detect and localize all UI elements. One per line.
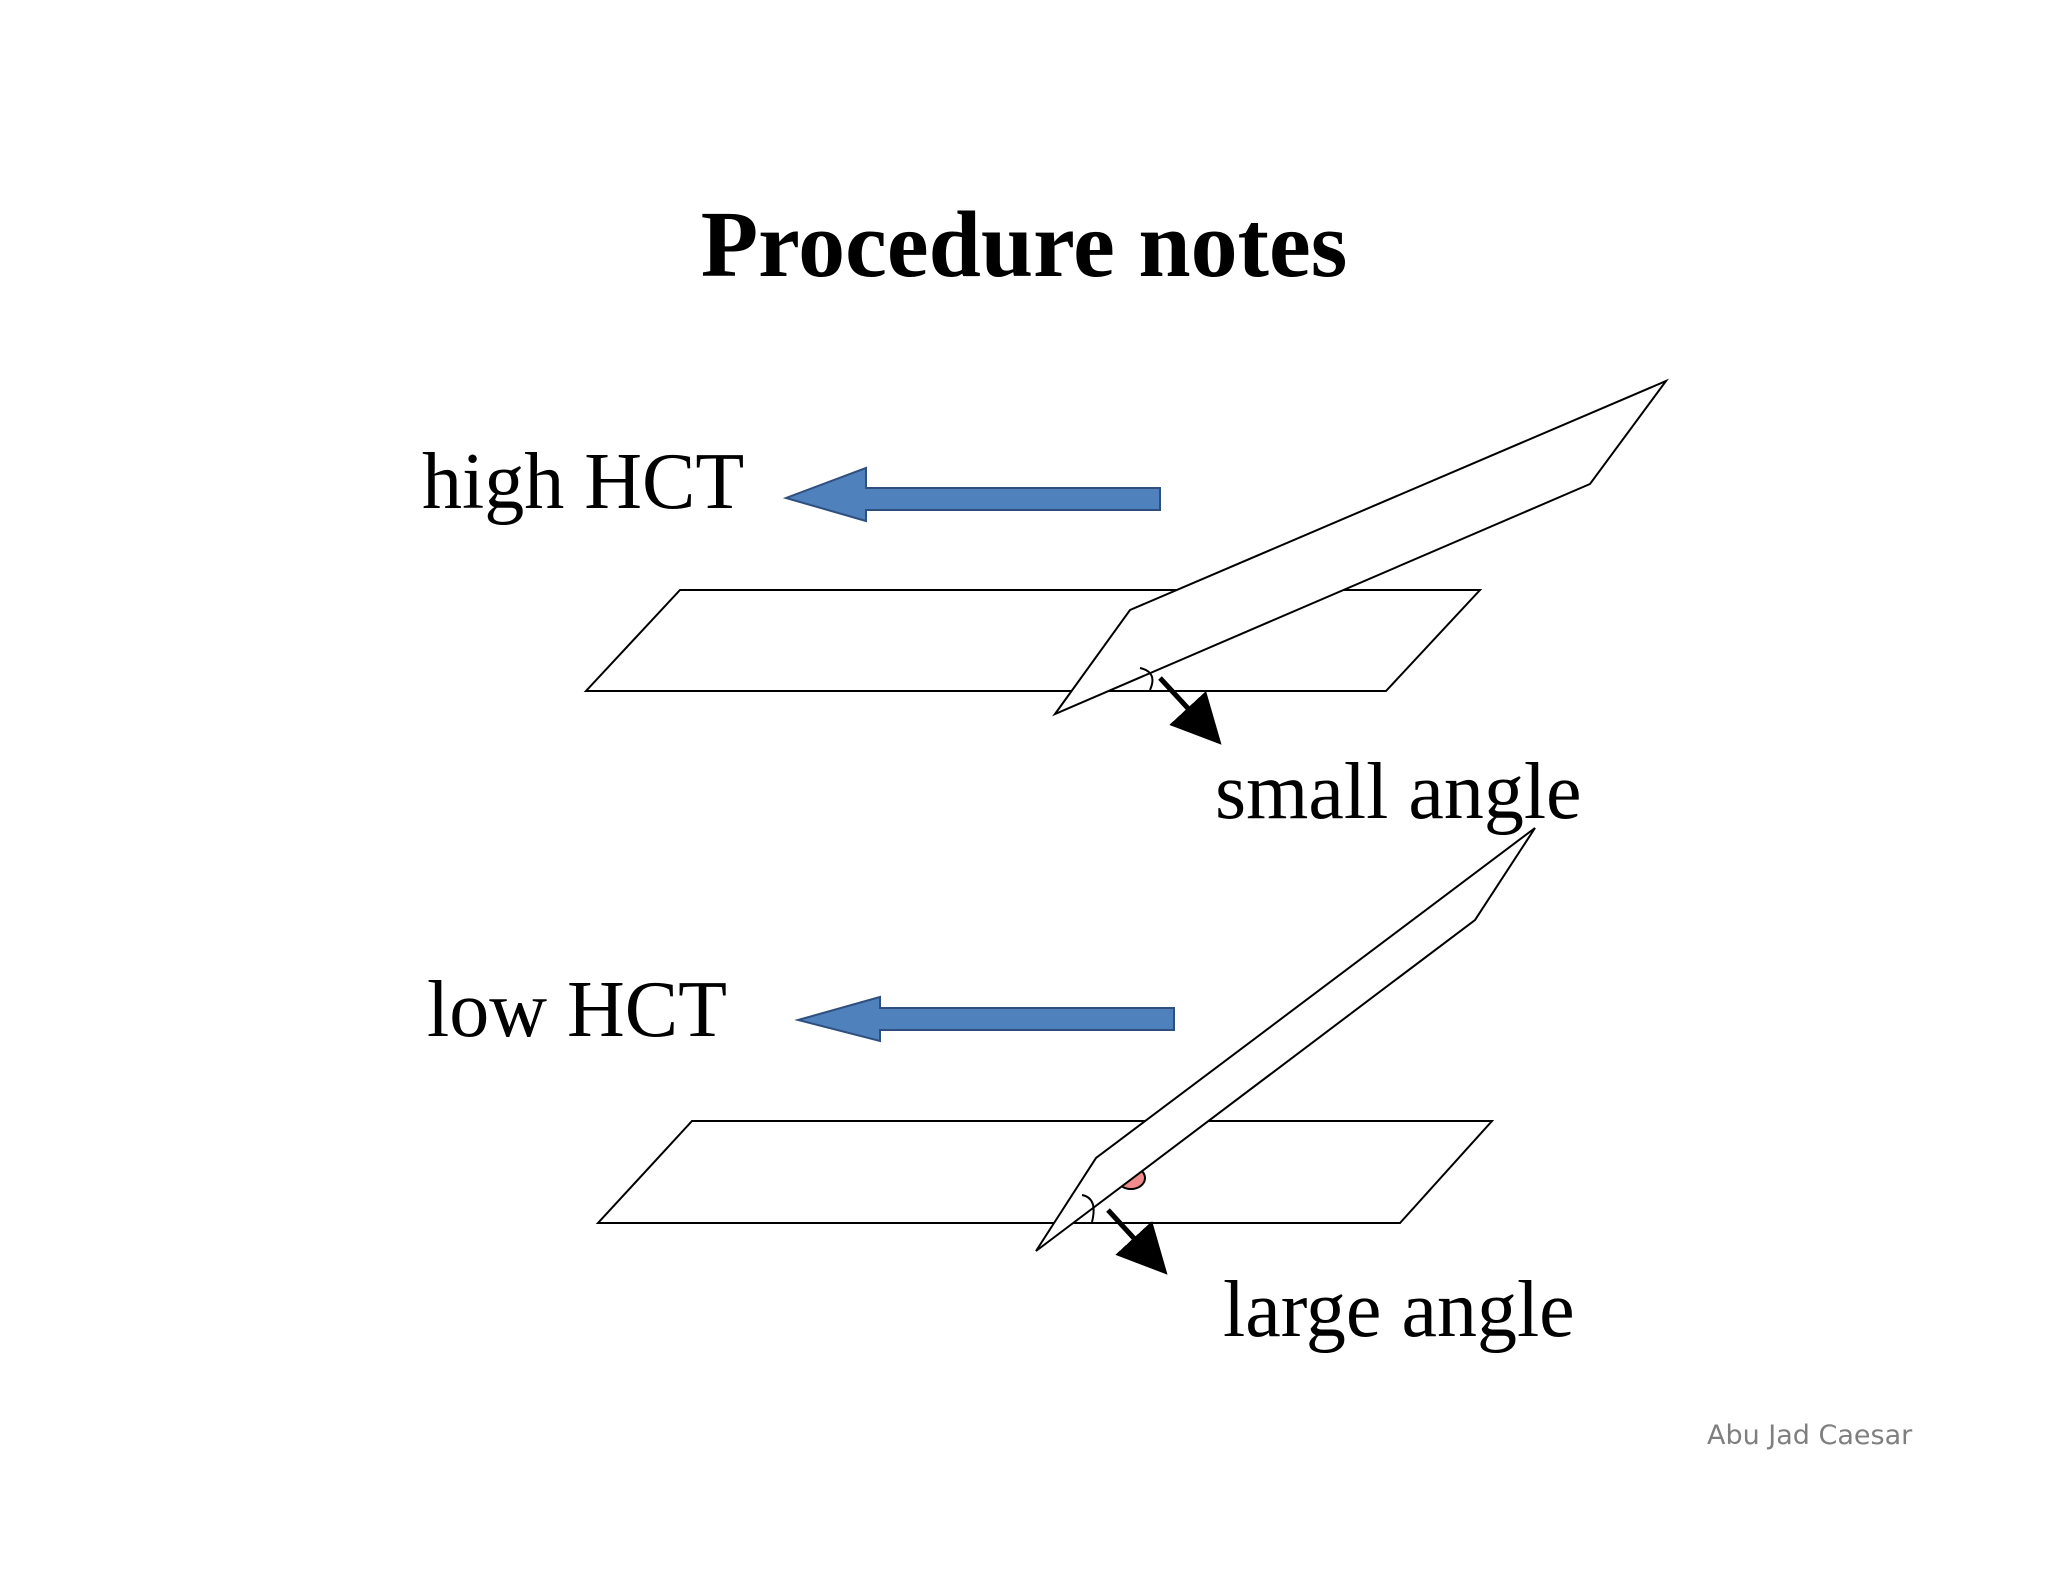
low-hct-label: low HCT bbox=[427, 966, 727, 1054]
page-title: Procedure notes bbox=[700, 193, 1348, 297]
low-hct-direction-arrow bbox=[794, 995, 1175, 1043]
large-angle-arc bbox=[1081, 1194, 1095, 1223]
glass-slide-top bbox=[583, 589, 1483, 692]
author-footer: Abu Jad Caesar bbox=[1707, 1420, 1913, 1451]
high-hct-label: high HCT bbox=[422, 438, 744, 526]
panel-low-hct: low HCT large angle bbox=[427, 827, 1575, 1354]
large-angle-label: large angle bbox=[1223, 1266, 1575, 1354]
spreader-slide-bottom bbox=[1035, 827, 1536, 1252]
panel-high-hct: high HCT small angle bbox=[422, 378, 1669, 836]
glass-slide-bottom bbox=[595, 1120, 1495, 1224]
spreader-slide-top bbox=[1052, 378, 1669, 717]
large-angle-pointer bbox=[1106, 1208, 1168, 1275]
small-angle-label: small angle bbox=[1215, 748, 1582, 836]
small-angle-pointer bbox=[1158, 676, 1222, 745]
small-angle-arc bbox=[1139, 667, 1154, 691]
high-hct-direction-arrow bbox=[782, 466, 1161, 523]
